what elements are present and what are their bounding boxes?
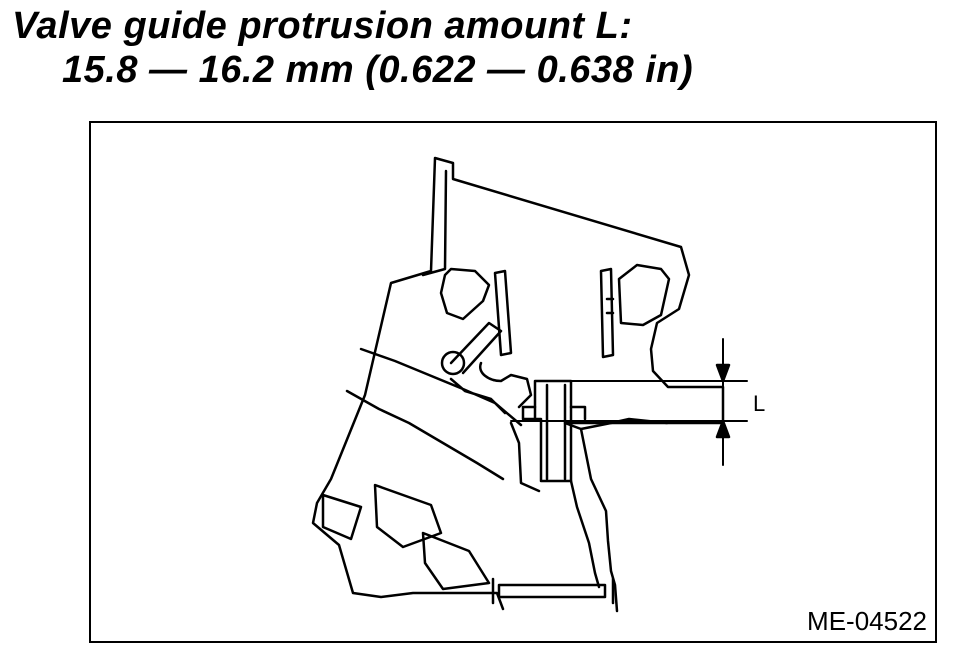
dimension-arrow-top	[715, 363, 731, 383]
cavity-2	[373, 483, 443, 549]
cylinder-head-outline	[311, 156, 725, 613]
left-port-pocket	[439, 267, 491, 321]
right-port-detail	[605, 297, 615, 315]
cavity-1	[321, 493, 363, 541]
valve-stem-right	[599, 267, 615, 359]
bottom-flange	[491, 577, 615, 605]
pushrod-ball	[440, 350, 466, 376]
right-port-pocket	[617, 263, 671, 327]
dimension-arrow-bottom	[715, 419, 731, 439]
valve-stem-left	[493, 269, 513, 357]
cylinder-head-drawing: L	[311, 156, 765, 613]
valve-guide-seat	[521, 405, 587, 421]
lower-port-outline	[509, 421, 601, 589]
recess-left	[478, 361, 533, 409]
pushrod	[449, 321, 503, 375]
cavity-3	[421, 531, 491, 591]
spec-title: Valve guide protrusion amount L:	[12, 5, 633, 47]
head-inner-contour	[345, 169, 523, 481]
spec-heading: Valve guide protrusion amount L: 15.8 — …	[12, 4, 693, 92]
valve-guide-bore	[545, 383, 567, 481]
diagram-frame: L ME-04522	[89, 121, 937, 643]
spec-value: 15.8 — 16.2 mm (0.622 — 0.638 in)	[62, 49, 694, 91]
dimension-label-l: L	[753, 391, 765, 416]
bottom-bolt-hole	[497, 583, 607, 599]
figure-id: ME-04522	[807, 606, 927, 636]
